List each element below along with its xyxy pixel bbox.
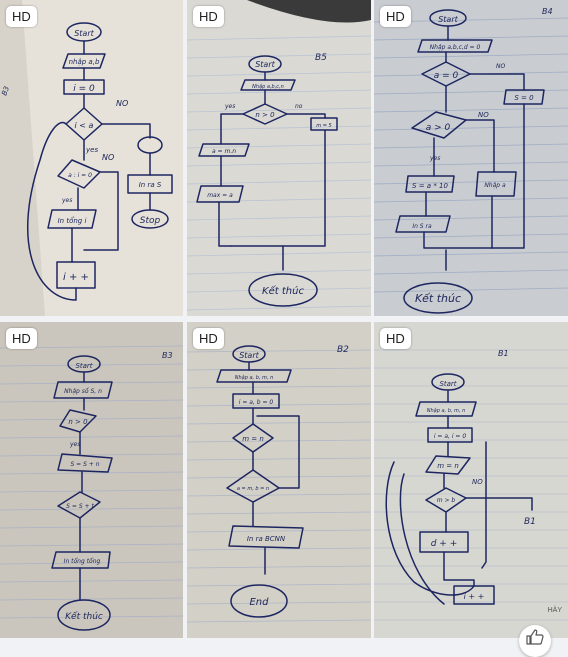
photo-tile-6[interactable]: B1 Start Nhập a, b, m, n i = a, i = 0 m … [374, 322, 568, 638]
start-label: Start [255, 60, 275, 69]
start-label: Start [438, 15, 458, 24]
photo-tile-5[interactable]: B2 Start Nhập a, b, m, n i = a, b = 0 m … [187, 322, 371, 638]
condition-label: n > 0 [255, 111, 275, 119]
condition1-label: m = n [437, 462, 459, 470]
input-label: Nhập a,b,c,n [252, 83, 284, 90]
tag-label: B3 [162, 351, 173, 360]
start-label: Start [239, 351, 259, 360]
yes-label: yes [224, 103, 235, 110]
check-label: a : i = 0 [68, 172, 92, 179]
tag-label: B1 [498, 349, 509, 358]
condition-label: i < a [75, 121, 94, 130]
hd-badge[interactable]: HD [6, 328, 37, 349]
assign1-label: a = m.n [212, 148, 236, 155]
yes-label: yes [69, 441, 80, 448]
end-label: Kết thúc [262, 284, 304, 297]
init-label: i = 0 [73, 84, 95, 94]
input-label: nhập a,b [69, 58, 100, 66]
hd-badge[interactable]: HD [380, 328, 411, 349]
flowchart-photo-4: B3 Start Nhập số S, n n > 0 yes S = S + … [0, 322, 183, 638]
step-label: d + + [431, 539, 458, 549]
assign-left-label: S = a * 10 [412, 182, 448, 190]
photo-tile-3[interactable]: B4 Start Nhập a,b,c,d = 0 a = 0 NO S = 0… [374, 0, 568, 316]
hd-badge[interactable]: HD [380, 6, 411, 27]
start-label: Start [439, 380, 456, 388]
increment-label: i + + [464, 592, 485, 601]
condition-label: n > 0 [68, 418, 88, 426]
condition2-label: m > b [437, 497, 456, 504]
yes-label: yes [85, 146, 98, 154]
init-label: i = a, i = 0 [434, 433, 467, 440]
like-button[interactable] [519, 625, 551, 657]
assign-label: S = S + n [70, 461, 99, 468]
condition-label: a = m, b = n [237, 486, 269, 492]
no-label: NO [472, 478, 483, 486]
sum-label: S = S + t [66, 503, 94, 510]
output-label: In S ra [412, 223, 432, 230]
flowchart-photo-2: B5 Start Nhập a,b,c,n n > 0 yes no a = m… [187, 0, 371, 316]
yes-label: yes [429, 155, 440, 162]
output-label: In tổng i [58, 216, 87, 225]
hd-badge[interactable]: HD [193, 6, 224, 27]
thumbs-up-icon [526, 629, 544, 645]
input-label: Nhập a,b,c,d = 0 [430, 44, 481, 51]
input-label: Nhập a, b, m, n [427, 407, 466, 414]
init-label: i = a, b = 0 [239, 399, 274, 406]
no-label: NO [478, 111, 489, 119]
no-label: no [295, 103, 303, 110]
assign-right-label: m = 5 [316, 123, 331, 129]
no-right-label: NO [496, 63, 505, 70]
output-right-label: In ra S [139, 181, 162, 189]
photo-tile-2[interactable]: B5 Start Nhập a,b,c,n n > 0 yes no a = m… [187, 0, 371, 316]
tag-label: B5 [315, 53, 327, 63]
input-label: Nhập a, b, m, n [235, 374, 274, 381]
no2-label: NO [102, 153, 114, 162]
assign-right-label: S = 0 [514, 94, 534, 102]
assign2-label: max = a [207, 192, 233, 199]
assign-label: m = n [242, 435, 264, 443]
condition1-label: a = 0 [434, 71, 459, 81]
start-label: Start [75, 362, 92, 370]
input-label: Nhập số S, n [64, 388, 102, 395]
no-label: NO [116, 99, 128, 108]
corner-label: HÀY [548, 605, 563, 614]
tag-label: B2 [337, 345, 349, 355]
flowchart-photo-5: B2 Start Nhập a, b, m, n i = a, b = 0 m … [187, 322, 371, 638]
condition2-label: a > 0 [426, 123, 451, 133]
photo-tile-4[interactable]: B3 Start Nhập số S, n n > 0 yes S = S + … [0, 322, 183, 638]
flowchart-photo-3: B4 Start Nhập a,b,c,d = 0 a = 0 NO S = 0… [374, 0, 568, 316]
flowchart-photo-1: Start nhập a,b i = 0 i < a NO yes a : i … [0, 0, 183, 316]
margin-code-label: B3 [0, 85, 11, 96]
flowchart-photo-6: B1 Start Nhập a, b, m, n i = a, i = 0 m … [374, 322, 568, 638]
output-label: In tổng tổng [64, 558, 101, 565]
yes2-label: yes [61, 197, 72, 204]
start-label: Start [74, 29, 94, 38]
hd-badge[interactable]: HD [6, 6, 37, 27]
end-label: End [249, 597, 269, 608]
tag-label: B4 [542, 7, 553, 16]
photo-tile-1[interactable]: Start nhập a,b i = 0 i < a NO yes a : i … [0, 0, 183, 316]
increment-label: i + + [63, 272, 89, 283]
end-label: Kết thúc [415, 292, 461, 305]
output-right-label: Nhập a [484, 182, 506, 189]
exit-label: B1 [524, 517, 536, 527]
output-label: In ra BCNN [247, 535, 286, 543]
end-label: Kết thúc [65, 611, 103, 622]
stop-label: Stop [140, 216, 161, 226]
hd-badge[interactable]: HD [193, 328, 224, 349]
